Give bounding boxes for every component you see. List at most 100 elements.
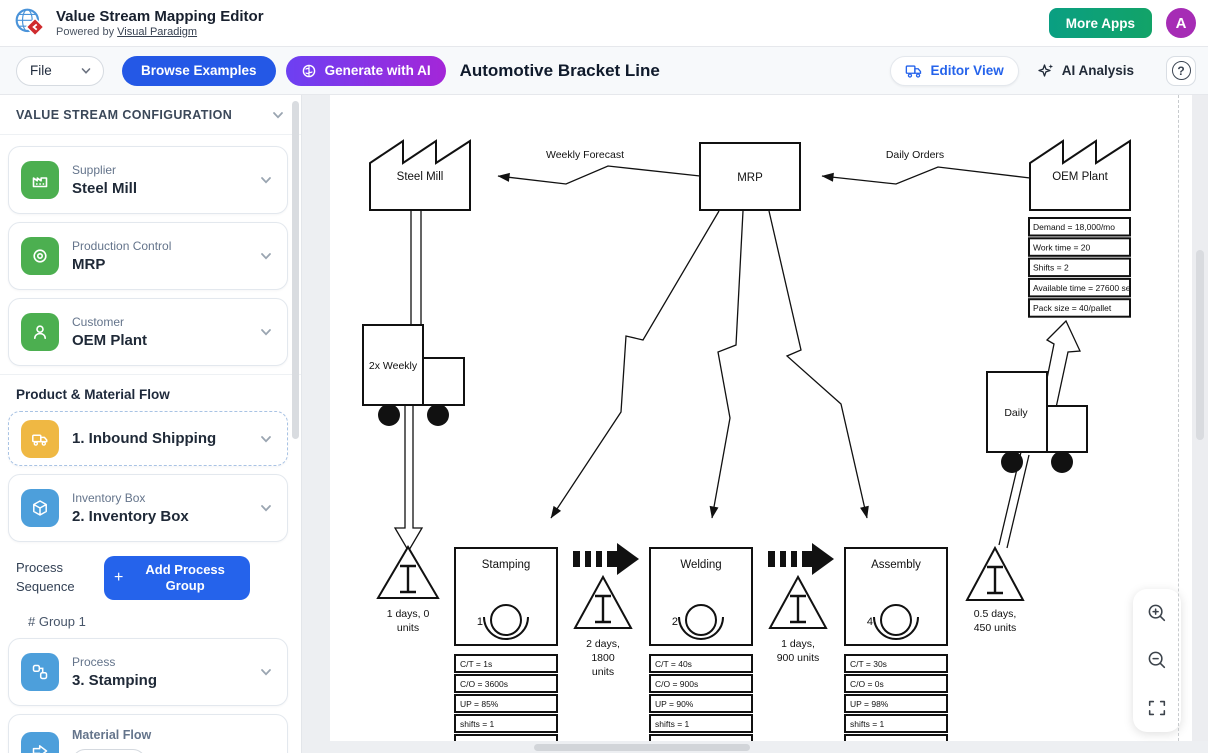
sidebar-card-supplier[interactable]: Supplier Steel Mill <box>8 146 288 214</box>
help-button[interactable]: ? <box>1166 55 1196 86</box>
app-header: Value Stream Mapping Editor Powered by V… <box>0 0 1208 47</box>
help-icon: ? <box>1171 61 1191 80</box>
material-flow-pill[interactable] <box>72 749 146 753</box>
process-stamping-node[interactable]: Stamping 1 <box>454 547 558 646</box>
chevron-down-icon[interactable] <box>257 171 275 189</box>
weekly-forecast-arrow[interactable] <box>497 165 701 185</box>
inventory-4-node[interactable]: 0.5 days, 450 units <box>965 545 1025 634</box>
chevron-down-icon[interactable] <box>257 430 275 448</box>
browse-examples-button[interactable]: Browse Examples <box>122 55 276 86</box>
card-label: Production Control <box>72 239 172 253</box>
mrp-to-stamping-arrow[interactable] <box>550 210 720 519</box>
inventory-label: 2 days, <box>586 638 620 650</box>
card-label: Material Flow <box>72 728 152 742</box>
sidebar-card-customer[interactable]: Customer OEM Plant <box>8 298 288 366</box>
process-stamping-data-table[interactable]: C/T = 1s C/O = 3600s UP = 85% shifts = 1… <box>454 654 558 741</box>
card-value: 1. Inbound Shipping <box>72 430 217 447</box>
fit-screen-button[interactable] <box>1137 688 1177 728</box>
horizontal-scrollbar-thumb[interactable] <box>534 744 750 751</box>
inventory-label: 1 days, <box>781 638 815 650</box>
inventory-label: 1 days, 0 <box>387 608 430 620</box>
powered-by-prefix: Powered by <box>56 26 115 38</box>
truck-to-inventory-arrow[interactable] <box>393 405 424 553</box>
process-assembly-data-table[interactable]: C/T = 30s C/O = 0s UP = 98% shifts = 1 E… <box>844 654 948 741</box>
process-assembly-node[interactable]: Assembly 4 <box>844 547 948 646</box>
chevron-down-icon[interactable] <box>257 247 275 265</box>
customer-node[interactable]: OEM Plant <box>1029 139 1131 211</box>
process-welding-data-table[interactable]: C/T = 40s C/O = 900s UP = 90% shifts = 1… <box>649 654 753 741</box>
table-cell: C/O = 0s <box>850 679 884 689</box>
zoom-in-button[interactable] <box>1137 593 1177 633</box>
inventory-1-node[interactable]: 1 days, 0 units <box>376 545 440 634</box>
process-welding-node[interactable]: Welding 2 <box>649 547 753 646</box>
sidebar-divider <box>0 374 301 375</box>
chevron-down-icon[interactable] <box>257 499 275 517</box>
inventory-icon <box>790 594 806 624</box>
section-header-value-stream-configuration[interactable]: VALUE STREAM CONFIGURATION <box>0 95 301 135</box>
ai-analysis-label: AI Analysis <box>1061 63 1134 78</box>
process-sequence-row: Process Sequence + Add Process Group <box>16 556 288 600</box>
generate-with-ai-button[interactable]: Generate with AI <box>285 55 446 86</box>
app-title: Value Stream Mapping Editor <box>56 8 264 25</box>
daily-orders-arrow[interactable] <box>821 166 1031 185</box>
table-cell: C/O = 900s <box>655 679 698 689</box>
flow-section-heading: Product & Material Flow <box>16 387 170 402</box>
supplier-node[interactable]: Steel Mill <box>369 139 471 211</box>
document-title: Automotive Bracket Line <box>459 60 660 80</box>
inventory-2-node[interactable]: 2 days, 1800 units <box>573 574 633 678</box>
add-process-group-button[interactable]: + Add Process Group <box>104 556 250 600</box>
chevron-down-icon[interactable] <box>257 663 275 681</box>
outbound-shipment-node[interactable]: Daily <box>986 371 1088 473</box>
powered-by: Powered by Visual Paradigm <box>56 26 264 38</box>
editor-view-button[interactable]: Editor View <box>890 55 1019 86</box>
sidebar-scrollbar-thumb[interactable] <box>292 101 299 439</box>
avatar[interactable]: A <box>1166 8 1196 38</box>
ai-analysis-button[interactable]: AI Analysis <box>1031 56 1140 86</box>
configuration-sidebar: VALUE STREAM CONFIGURATION Supplier Stee… <box>0 95 302 753</box>
inventory-icon <box>400 564 416 594</box>
table-cell: shifts = 1 <box>850 719 885 729</box>
push-arrow[interactable] <box>768 543 834 575</box>
table-cell: C/T = 1s <box>460 659 492 669</box>
flow-arrow-icon <box>21 732 59 753</box>
push-arrow[interactable] <box>573 543 639 575</box>
card-label: Supplier <box>72 163 117 177</box>
table-cell: C/T = 40s <box>655 659 692 669</box>
table-cell: UP = 90% <box>655 699 694 709</box>
sidebar-card-inventory-box[interactable]: Inventory Box 2. Inventory Box <box>8 474 288 542</box>
visual-paradigm-link[interactable]: Visual Paradigm <box>117 26 198 38</box>
zoom-out-button[interactable] <box>1137 640 1177 680</box>
app-title-block: Value Stream Mapping Editor Powered by V… <box>56 8 264 38</box>
file-menu[interactable]: File <box>16 55 104 86</box>
operator-count: 1 <box>477 616 483 628</box>
section-title: VALUE STREAM CONFIGURATION <box>16 107 233 122</box>
customer-data-table[interactable]: Demand = 18,000/mo Work time = 20 Shifts… <box>1028 217 1135 318</box>
card-label: Customer <box>72 315 125 329</box>
sidebar-card-inbound-shipping[interactable]: 1. Inbound Shipping <box>8 411 288 466</box>
supplier-truck-link <box>410 210 422 325</box>
operator-icon <box>880 604 912 636</box>
inventory-label: 450 units <box>974 622 1017 634</box>
table-cell: Work time = 20 <box>1033 242 1091 252</box>
sidebar-card-material-flow[interactable]: Material Flow <box>8 714 288 753</box>
mrp-to-assembly-arrow[interactable] <box>768 210 869 519</box>
vertical-scrollbar-thumb[interactable] <box>1196 250 1204 440</box>
inbound-shipment-node[interactable]: 2x Weekly <box>362 324 465 426</box>
inventory-3-node[interactable]: 1 days, 900 units <box>768 574 828 664</box>
outbound-truck-label: Daily <box>1004 407 1028 419</box>
more-apps-button[interactable]: More Apps <box>1048 8 1152 38</box>
sidebar-card-production-control[interactable]: Production Control MRP <box>8 222 288 290</box>
sidebar-card-process-stamping[interactable]: Process 3. Stamping <box>8 638 288 706</box>
production-control-node[interactable]: MRP <box>699 142 801 211</box>
brain-icon <box>302 64 315 77</box>
person-icon <box>21 313 59 351</box>
cube-icon <box>21 489 59 527</box>
generate-with-ai-label: Generate with AI <box>324 63 431 78</box>
mrp-to-welding-arrow[interactable] <box>709 210 744 519</box>
target-icon <box>21 237 59 275</box>
chevron-down-icon[interactable] <box>269 106 287 124</box>
table-cell: shifts = 1 <box>655 719 690 729</box>
chevron-down-icon[interactable] <box>257 323 275 341</box>
inbound-truck-label: 2x Weekly <box>369 360 418 372</box>
wheel-icon <box>427 404 449 426</box>
